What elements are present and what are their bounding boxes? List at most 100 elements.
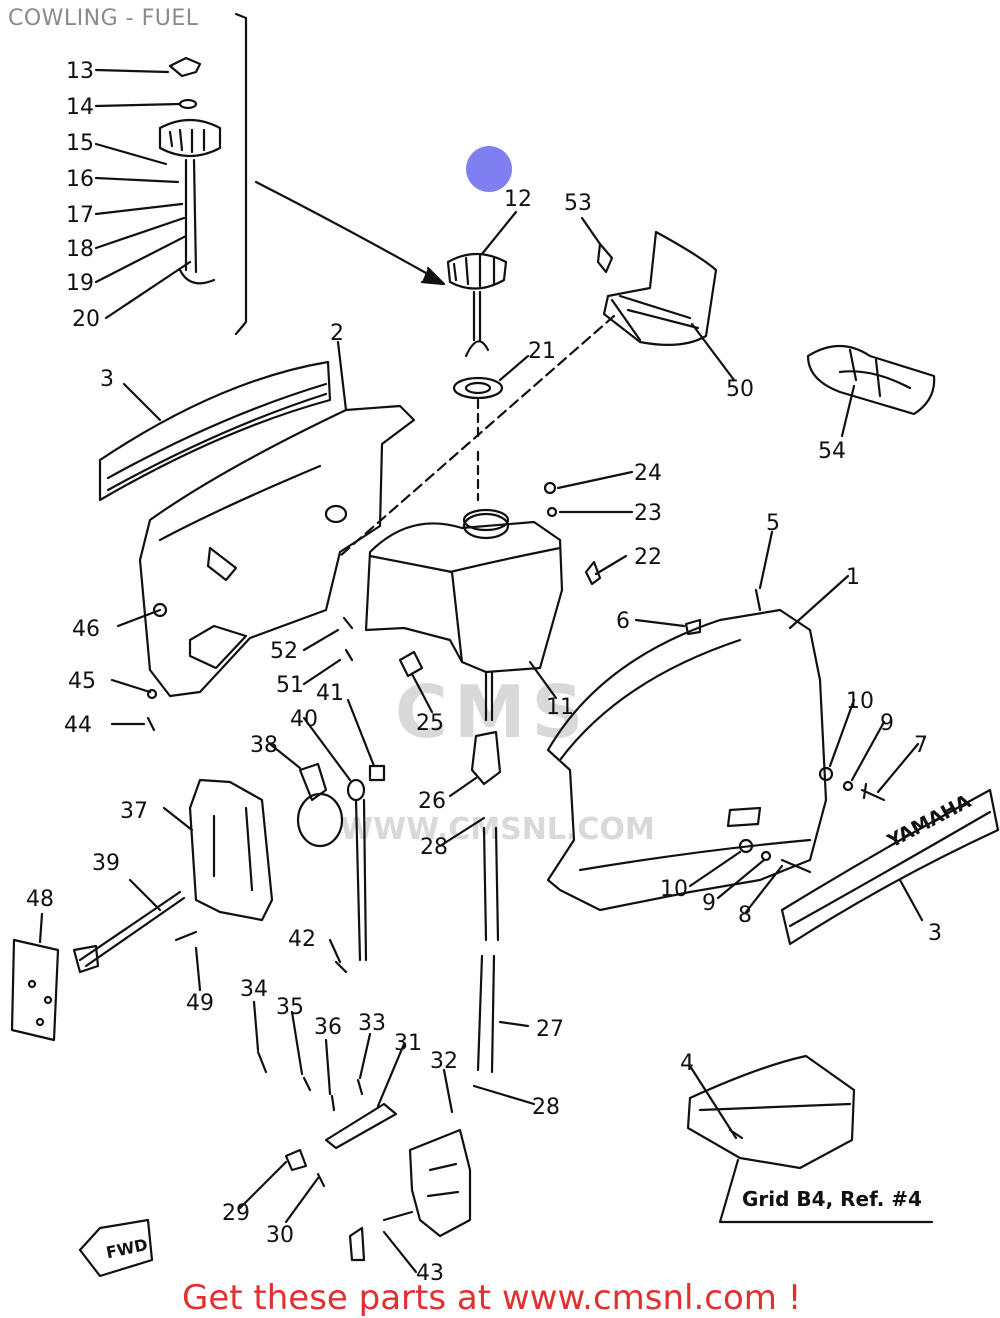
part-53-screw: [596, 242, 614, 274]
callout-1: 1: [846, 565, 860, 590]
part-37-plate: [188, 778, 274, 922]
callout-12: 12: [504, 187, 532, 212]
callout-9-upper: 9: [880, 711, 894, 736]
callout-42: 42: [288, 927, 316, 952]
part-11-filler-neck: [462, 512, 510, 540]
part-12-stem: [464, 290, 490, 358]
callout-9-lower: 9: [702, 891, 716, 916]
part-44-nut: [146, 688, 158, 700]
part-36-screw: [330, 1094, 336, 1112]
fwd-tag-label: FWD: [104, 1235, 149, 1262]
part-10-grommet-lower: [738, 838, 754, 854]
part-23-washer: [546, 506, 558, 518]
callout-14: 14: [66, 95, 94, 120]
callout-10-upper: 10: [846, 689, 874, 714]
callout-28-a: 28: [420, 835, 448, 860]
part-43-screw: [146, 716, 156, 732]
callout-22: 22: [634, 545, 662, 570]
callout-43: 44: [64, 713, 92, 738]
callout-23: 23: [634, 501, 662, 526]
callout-48: 43: [416, 1261, 444, 1286]
callout-28-b: 28: [532, 1095, 560, 1120]
callout-36: 36: [314, 1015, 342, 1040]
callout-25: 25: [416, 711, 444, 736]
part-27-hose: [476, 826, 500, 1074]
callout-13: 13: [66, 59, 94, 84]
part-5-screw: [754, 588, 762, 612]
callout-39: 39: [92, 851, 120, 876]
part-50-bracket: [602, 230, 718, 346]
part-32-carb: [408, 1128, 472, 1238]
callout-32: 32: [430, 1049, 458, 1074]
bracket-arrowhead: [420, 266, 446, 286]
part-13-wingnut: [168, 56, 202, 78]
callout-54: 54: [818, 439, 846, 464]
part-40-grommet: [346, 778, 366, 802]
part-48-fitting: [348, 1226, 366, 1262]
part-30-screw: [316, 1172, 326, 1188]
part-21-gasket: [452, 376, 504, 400]
callout-53: 53: [564, 191, 592, 216]
callout-31: 31: [394, 1031, 422, 1056]
part-11-fuel-tank: [364, 520, 564, 674]
footer-link[interactable]: Get these parts at www.cmsnl.com !: [182, 1278, 802, 1318]
part-3-right-decal: [780, 788, 1000, 946]
callout-8: 8: [738, 903, 752, 928]
callout-20: 20: [72, 307, 100, 332]
part-14-washer: [178, 98, 198, 110]
callout-33: 33: [358, 1011, 386, 1036]
part-3-left-decal: [98, 360, 332, 502]
part-46-plate: [10, 938, 60, 1042]
callout-15: 15: [66, 131, 94, 156]
part-7-bolt: [860, 782, 886, 802]
callout-50: 50: [726, 377, 754, 402]
part-26-connector: [470, 730, 502, 786]
callout-3-left: 3: [100, 367, 114, 392]
callout-24: 24: [634, 461, 662, 486]
callout-38: 38: [250, 733, 278, 758]
callout-2: 2: [330, 321, 344, 346]
part-29-nut: [284, 1148, 308, 1172]
callout-18: 18: [66, 237, 94, 262]
part-4-mount: [686, 1054, 856, 1170]
bracket: [234, 12, 248, 336]
callout-21: 21: [528, 339, 556, 364]
brand-decal: YAMAHA: [883, 790, 975, 853]
callout-27: 27: [536, 1017, 564, 1042]
bracket-arrow: [254, 180, 444, 284]
callout-49: 49: [186, 991, 214, 1016]
callout-46: 48: [26, 887, 54, 912]
callout-44: 45: [68, 669, 96, 694]
part-10-grommet: [818, 766, 834, 782]
part-42-screw: [334, 960, 348, 974]
part-6-clip: [684, 618, 702, 636]
part-22-fitting: [584, 560, 602, 586]
cursor-marker: [466, 146, 512, 192]
callout-29: 29: [222, 1201, 250, 1226]
callout-10-lower: 10: [660, 877, 688, 902]
part-41-cap: [368, 764, 386, 782]
part-12-cap: [446, 252, 508, 290]
part-51-screw: [344, 648, 354, 662]
callout-7: 7: [914, 733, 928, 758]
part-45-grommet: [152, 602, 168, 618]
diagram-title: COWLING - FUEL: [8, 6, 199, 31]
part-15-cap: [158, 118, 222, 158]
watermark-logo: CMS: [395, 670, 590, 754]
callout-41: 41: [316, 681, 344, 706]
part-33-screw: [356, 1078, 364, 1096]
callout-5: 5: [766, 511, 780, 536]
grid-ref-label: Grid B4, Ref. #4: [742, 1187, 922, 1211]
callout-52: 52: [270, 639, 298, 664]
part-31-lever: [324, 1102, 398, 1150]
callout-30: 30: [266, 1223, 294, 1248]
part-38-clip: [298, 762, 328, 802]
part-39-cable: [78, 890, 186, 968]
part-25-bushing: [398, 650, 424, 678]
part-24-nut: [543, 481, 557, 495]
part-9-washer-lower: [760, 850, 772, 862]
callout-6: 6: [616, 609, 630, 634]
part-40-rod: [354, 798, 368, 962]
